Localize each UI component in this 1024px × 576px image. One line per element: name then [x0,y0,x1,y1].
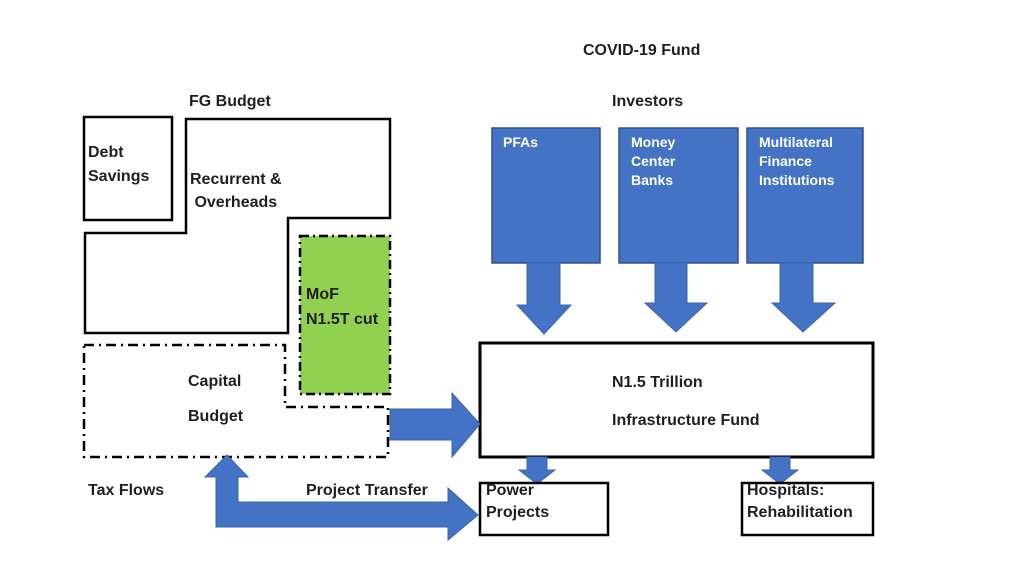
capital-budget-label: Capital Budget [188,373,244,425]
hospitals-label: Hospitals: Rehabilitation [747,482,853,521]
arrow-fund-to-power [517,456,557,485]
recurrent-overheads-label: Recurrent & Overheads [190,171,282,211]
hospitals-box [740,481,875,537]
fg-budget-label: FG Budget [189,93,271,110]
multilateral-finance-box [746,127,864,264]
arrow-fund-to-hospitals [760,456,800,485]
multilateral-finance-label: Multilateral Finance Institutions [759,134,835,188]
fg-budget-shape [83,117,392,335]
arrow-pfas-to-fund [515,262,573,335]
arrow-capital-to-fund [389,391,481,459]
pfas-label: PFAs [503,134,539,150]
capital-budget-box [82,343,390,459]
pfas-box [491,127,601,264]
tax-flows-label: Tax Flows [88,482,165,499]
infrastructure-fund-box [478,341,875,459]
power-projects-box [478,481,610,537]
power-projects-label: Power Projects [486,482,550,521]
infrastructure-fund-label: N1.5 Trillion Infrastructure Fund [612,374,760,429]
investors-label: Investors [612,93,684,110]
debt-savings-label: Debt Savings [88,144,150,185]
mof-cut-label: MoF N1.5T cut [306,286,379,328]
arrow-project-transfer [203,454,479,542]
project-transfer-label: Project Transfer [306,482,428,499]
money-center-banks-box [618,127,739,264]
arrow-banks-to-fund [643,262,709,333]
debt-savings-box [82,115,174,222]
arrow-multilateral-to-fund [770,262,837,333]
money-center-banks-label: Money Center Banks [631,134,676,188]
mof-cut-box [298,234,392,396]
covid-fund-title: COVID-19 Fund [583,42,701,59]
